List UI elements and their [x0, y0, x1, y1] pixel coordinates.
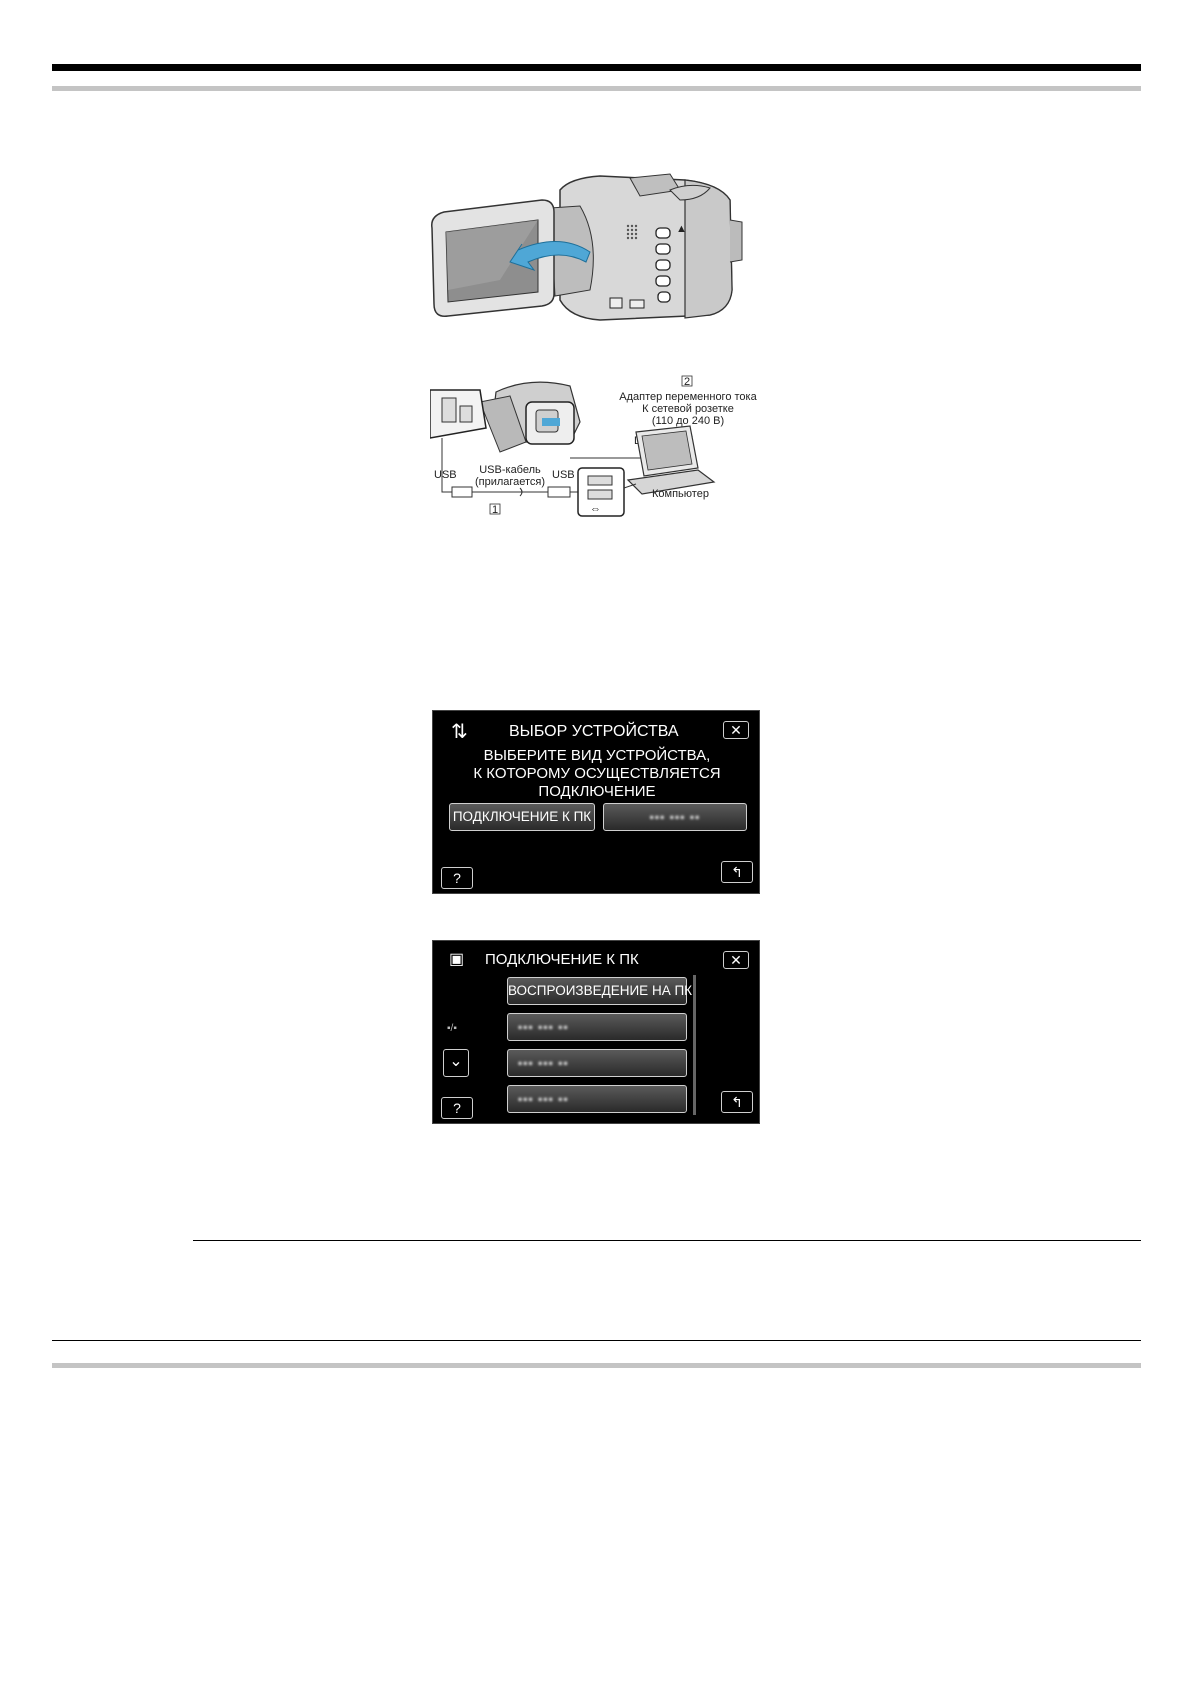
svg-text:⇔: ⇔ [590, 503, 601, 515]
connect-to-pc-button[interactable]: ПОДКЛЮЧЕНИЕ К ПК [449, 803, 595, 831]
camcorder-illustration: ▲ [431, 173, 743, 321]
back-button[interactable]: ↰ [721, 861, 753, 883]
header-rule-black [52, 64, 1141, 71]
menu-option-4[interactable]: ▪▪▪ ▪▪▪ ▪▪ [507, 1085, 687, 1113]
memo-divider [193, 1240, 1141, 1241]
voltage-label: (110 до 240 В) [652, 415, 724, 427]
menu-option-2[interactable]: ▪▪▪ ▪▪▪ ▪▪ [507, 1013, 687, 1041]
callout-2: 2 [684, 376, 690, 388]
pc-playback-button[interactable]: ВОСПРОИЗВЕДЕНИЕ НА ПК [507, 977, 692, 1005]
svg-text:▲: ▲ [676, 223, 687, 235]
screen-title: ПОДКЛЮЧЕНИЕ К ПК [485, 951, 639, 968]
menu-option-2-label: ▪▪▪ ▪▪▪ ▪▪ [518, 1020, 569, 1034]
usb-right-label: USB [552, 469, 575, 481]
help-button[interactable]: ? [441, 867, 473, 889]
scrollbar[interactable] [693, 975, 696, 1115]
scroll-down-button[interactable]: ⌄ [443, 1049, 469, 1077]
close-button[interactable]: ✕ [723, 721, 749, 739]
message-line-1: ВЫБЕРИТЕ ВИД УСТРОЙСТВА, [483, 747, 711, 764]
close-button[interactable]: ✕ [723, 951, 749, 969]
help-button[interactable]: ? [441, 1097, 473, 1119]
blurred-option-label: ▪▪▪ ▪▪▪ ▪▪ [649, 810, 701, 824]
usb-left-label: USB [434, 469, 457, 481]
instruction-message: ВЫБЕРИТЕ ВИД УСТРОЙСТВА, К КОТОРОМУ ОСУЩ… [433, 747, 761, 801]
menu-option-4-label: ▪▪▪ ▪▪▪ ▪▪ [518, 1092, 569, 1106]
connection-diagram: 2 Адаптер переменного тока К сетевой роз… [430, 375, 758, 517]
menu-option-3-label: ▪▪▪ ▪▪▪ ▪▪ [518, 1056, 569, 1070]
menu-option-3[interactable]: ▪▪▪ ▪▪▪ ▪▪ [507, 1049, 687, 1077]
usb-cable-label: USB-кабель [479, 464, 541, 476]
footer-rule-thin [52, 1340, 1141, 1341]
footer-rule-gray [52, 1363, 1141, 1368]
connection-icon: ⇅ [451, 721, 468, 743]
screen-title: ВЫБОР УСТРОЙСТВА [509, 723, 679, 740]
device-selection-screen: ⇅ ВЫБОР УСТРОЙСТВА ✕ ВЫБЕРИТЕ ВИД УСТРОЙ… [432, 710, 760, 894]
wall-outlet-label: К сетевой розетке [642, 403, 734, 415]
page-indicator: ▪/▪ [447, 1023, 457, 1034]
ac-adapter-label: Адаптер переменного тока [619, 391, 757, 403]
monitor-icon: ▣ [449, 951, 465, 968]
callout-1: 1 [492, 504, 498, 516]
message-line-2: К КОТОРОМУ ОСУЩЕСТВЛЯЕТСЯ [473, 765, 721, 782]
computer-label: Компьютер [652, 488, 709, 500]
header-rule-gray [52, 86, 1141, 91]
usb-cable-note: (прилагается) [475, 476, 545, 488]
message-line-3: ПОДКЛЮЧЕНИЕ [538, 783, 656, 800]
blurred-option-button[interactable]: ▪▪▪ ▪▪▪ ▪▪ [603, 803, 747, 831]
pc-connection-screen: ▣ ПОДКЛЮЧЕНИЕ К ПК ✕ ВОСПРОИЗВЕДЕНИЕ НА … [432, 940, 760, 1124]
back-button[interactable]: ↰ [721, 1091, 753, 1113]
